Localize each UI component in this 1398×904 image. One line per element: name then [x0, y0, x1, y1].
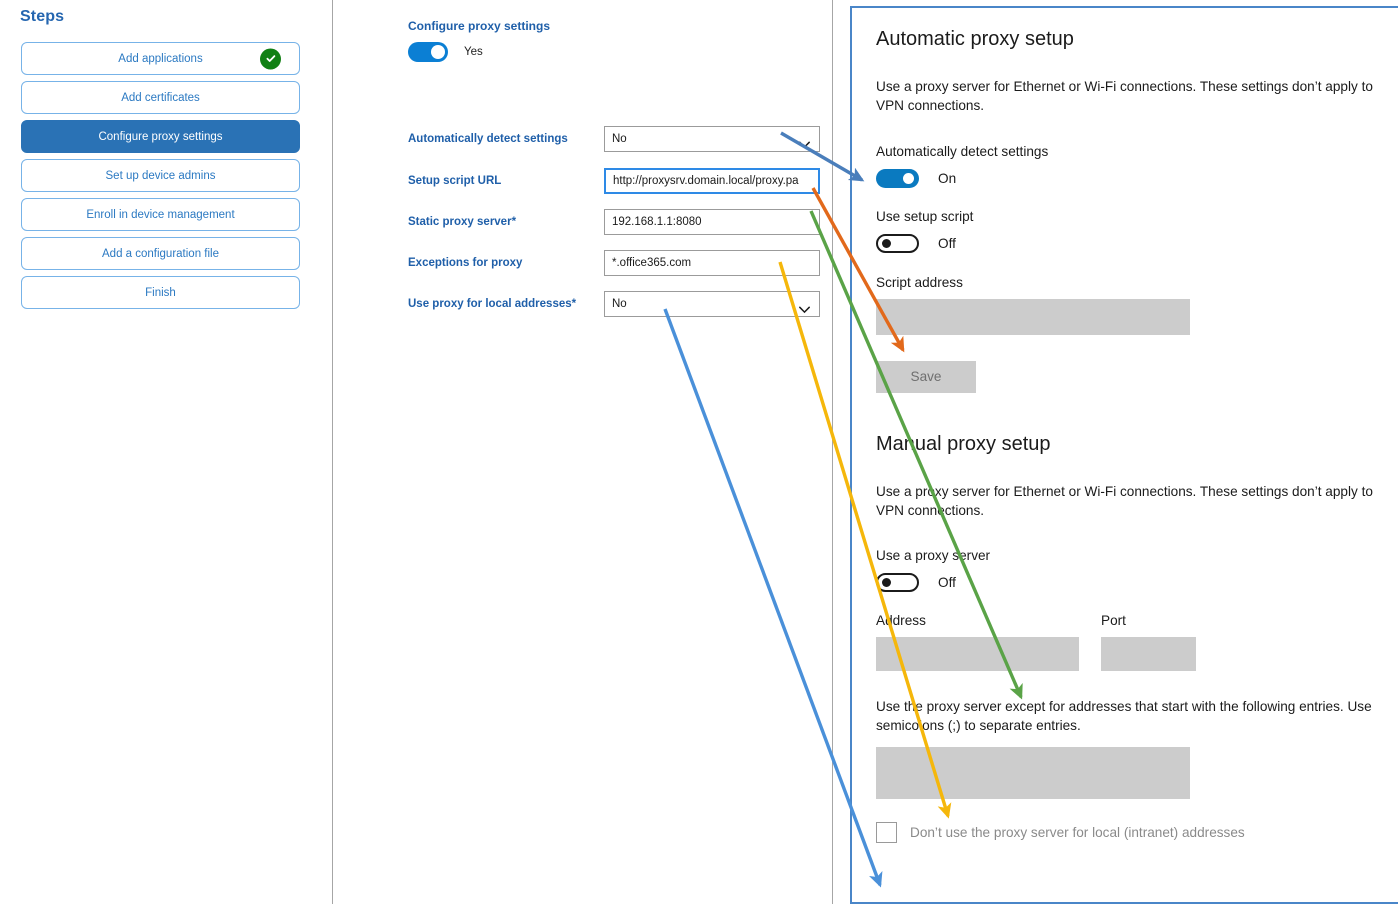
automatically-detect-settings-row: On: [876, 168, 1396, 188]
manual-proxy-description: Use a proxy server for Ethernet or Wi-Fi…: [876, 483, 1373, 518]
address-label: Address: [876, 613, 926, 629]
required-marker: *: [511, 216, 517, 228]
chevron-down-icon: [799, 136, 810, 149]
step-item-label: Configure proxy settings: [98, 130, 223, 143]
toggle-dot: [903, 172, 914, 184]
field-row-1: Setup script URL http://proxysrv.domain.l…: [408, 168, 820, 194]
configure-proxy-toggle-row: Yes: [408, 42, 483, 62]
step-item-0[interactable]: Add applications: [21, 42, 300, 75]
toggle-dot: [882, 238, 891, 248]
settings-content: Automatic proxy setup Use a proxy server…: [876, 8, 1396, 843]
steps-panel-title: Steps: [20, 8, 65, 25]
chevron-down-icon: [799, 301, 810, 314]
field-label: Static proxy server*: [408, 216, 517, 228]
use-a-proxy-server-state: Off: [938, 575, 956, 591]
input-2[interactable]: 192.168.1.1:8080: [604, 209, 820, 235]
exceptions-input[interactable]: [876, 746, 1190, 799]
field-label: Use proxy for local addresses*: [408, 298, 577, 310]
use-setup-script-row: Off: [876, 233, 1396, 253]
field-row-0: Automatically detect settings No: [408, 126, 820, 152]
step-item-label: Add applications: [118, 52, 203, 65]
step-item-label: Finish: [145, 286, 176, 299]
automatically-detect-settings-label: Automatically detect settings: [876, 143, 1049, 159]
exceptions-description: Use the proxy server except for addresse…: [876, 699, 1372, 734]
select-4[interactable]: No: [604, 291, 820, 317]
port-input[interactable]: [1101, 637, 1196, 672]
field-value: 192.168.1.1:8080: [612, 216, 702, 228]
field-row-4: Use proxy for local addresses* No: [408, 291, 820, 317]
checkmark-icon: [260, 48, 281, 69]
field-label: Setup script URL: [408, 175, 502, 187]
step-item-label: Set up device admins: [105, 169, 216, 182]
address-port-row: Address Port: [876, 613, 1396, 672]
automatic-proxy-description: Use a proxy server for Ethernet or Wi-Fi…: [876, 79, 1373, 114]
configure-proxy-toggle[interactable]: [408, 42, 448, 62]
field-value: http://proxysrv.domain.local/proxy.pa: [613, 175, 799, 187]
automatically-detect-settings-state: On: [938, 170, 957, 186]
step-item-label: Add certificates: [121, 91, 200, 104]
form-heading: Configure proxy settings: [408, 19, 551, 33]
use-a-proxy-server-toggle[interactable]: [876, 573, 919, 593]
required-marker: *: [571, 298, 577, 310]
toggle-knob: [431, 45, 445, 59]
port-group: Port: [1101, 613, 1196, 672]
automatic-proxy-setup-title: Automatic proxy setup: [876, 28, 1074, 50]
address-input[interactable]: [876, 637, 1079, 672]
use-setup-script-label: Use setup script: [876, 208, 974, 224]
windows-proxy-settings-panel: Automatic proxy setup Use a proxy server…: [850, 6, 1398, 904]
toggle-dot: [882, 578, 891, 588]
use-a-proxy-server-label: Use a proxy server: [876, 548, 991, 564]
input-3[interactable]: *.office365.com: [604, 250, 820, 276]
port-label: Port: [1101, 613, 1126, 629]
field-value: No: [612, 133, 627, 145]
configure-proxy-toggle-label: Yes: [464, 46, 483, 58]
step-item-2[interactable]: Configure proxy settings: [21, 120, 300, 153]
proxy-form-panel: Configure proxy settings Yes Automatical…: [334, 0, 833, 904]
field-row-3: Exceptions for proxy *.office365.com: [408, 250, 820, 276]
step-item-5[interactable]: Add a configuration file: [21, 237, 300, 270]
step-item-6[interactable]: Finish: [21, 276, 300, 309]
step-item-3[interactable]: Set up device admins: [21, 159, 300, 192]
use-setup-script-state: Off: [938, 235, 956, 251]
step-item-label: Add a configuration file: [102, 247, 219, 260]
address-group: Address: [876, 613, 1079, 672]
field-label: Exceptions for proxy: [408, 257, 523, 269]
step-item-1[interactable]: Add certificates: [21, 81, 300, 114]
input-1[interactable]: http://proxysrv.domain.local/proxy.pa: [604, 168, 820, 194]
field-value: *.office365.com: [612, 257, 692, 269]
field-label: Automatically detect settings: [408, 133, 568, 145]
use-a-proxy-server-row: Off: [876, 573, 1396, 593]
step-item-4[interactable]: Enroll in device management: [21, 198, 300, 231]
manual-proxy-setup-title: Manual proxy setup: [876, 432, 1051, 455]
step-item-label: Enroll in device management: [86, 208, 235, 221]
save-button[interactable]: Save: [876, 360, 976, 393]
script-address-input[interactable]: [876, 298, 1190, 335]
script-address-label: Script address: [876, 274, 963, 290]
local-addresses-checkbox[interactable]: [876, 821, 897, 843]
local-addresses-checkbox-label: Don’t use the proxy server for local (in…: [910, 824, 1245, 840]
select-0[interactable]: No: [604, 126, 820, 152]
use-setup-script-toggle[interactable]: [876, 233, 919, 253]
field-value: No: [612, 298, 627, 310]
automatically-detect-settings-toggle[interactable]: [876, 168, 919, 188]
field-row-2: Static proxy server* 192.168.1.1:8080: [408, 209, 820, 235]
local-addresses-checkbox-row[interactable]: Don’t use the proxy server for local (in…: [876, 821, 1396, 843]
